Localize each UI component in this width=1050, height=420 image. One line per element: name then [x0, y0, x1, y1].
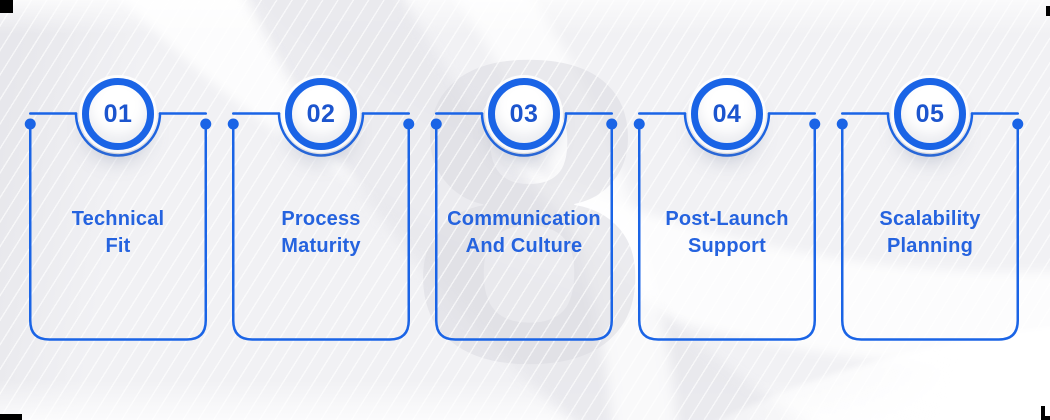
- badge-cradle-arc: [886, 112, 974, 157]
- corner-mark-bottom-left: [0, 414, 22, 420]
- card-outline: [232, 127, 410, 341]
- step-label-line: And Culture: [465, 235, 583, 257]
- corner-dot-left: [836, 118, 848, 130]
- card-frame: [633, 112, 821, 341]
- corner-dot-right: [606, 118, 618, 130]
- step-number: 04: [712, 99, 742, 128]
- step-label-line: Process: [281, 208, 361, 230]
- step-label: Post-Launch Support: [638, 206, 816, 260]
- badge-cradle-arc: [683, 112, 771, 157]
- step-card-3: 03 Communication And Culture: [430, 78, 618, 346]
- step-card-5: 05 Scalability Planning: [836, 78, 1024, 346]
- step-label-line: Communication: [447, 208, 601, 230]
- corner-dot-left: [430, 118, 442, 130]
- badge-cradle-arc: [480, 112, 568, 157]
- corner-dot-right: [200, 118, 212, 130]
- step-label: Scalability Planning: [841, 206, 1019, 260]
- step-number-badge: 02: [285, 78, 357, 150]
- corner-mark-top-right: [1046, 6, 1050, 16]
- corner-dot-left: [633, 118, 645, 130]
- step-card-4: 04 Post-Launch Support: [633, 78, 821, 346]
- step-number-badge: 05: [894, 78, 966, 150]
- card-outline: [435, 127, 613, 341]
- step-label: Technical Fit: [29, 206, 207, 260]
- corner-dot-left: [227, 118, 239, 130]
- step-label-line: Post-Launch: [665, 208, 789, 230]
- badge-cradle-arc: [74, 112, 162, 157]
- corner-mark-top-left: [0, 0, 13, 13]
- step-label-line: Support: [687, 235, 767, 257]
- step-label-line: Technical: [71, 208, 165, 230]
- step-label-line: Maturity: [281, 235, 361, 257]
- badge-cradle-arc: [277, 112, 365, 157]
- corner-dot-right: [1012, 118, 1024, 130]
- corner-mark-bottom-right: [1041, 406, 1050, 420]
- step-card-2: 02 Process Maturity: [227, 78, 415, 346]
- corner-dot-right: [809, 118, 821, 130]
- step-label: Process Maturity: [232, 206, 410, 260]
- step-label: Communication And Culture: [435, 206, 613, 260]
- corner-dot-right: [403, 118, 415, 130]
- step-label-line: Scalability: [879, 208, 981, 230]
- step-number-badge: 01: [82, 78, 154, 150]
- step-label-line: Fit: [105, 235, 131, 257]
- card-frame: [836, 112, 1024, 341]
- step-number-badge: 03: [488, 78, 560, 150]
- card-outline: [638, 127, 816, 341]
- step-number-badge: 04: [691, 78, 763, 150]
- step-number: 05: [915, 99, 945, 128]
- card-frame: [430, 112, 618, 341]
- step-card-1: 01 Technical Fit: [24, 78, 212, 346]
- corner-dot-left: [24, 118, 36, 130]
- card-frame: [227, 112, 415, 341]
- step-number: 02: [306, 99, 336, 128]
- card-outline: [841, 127, 1019, 341]
- card-frame: [24, 112, 212, 341]
- step-label-line: Planning: [886, 235, 974, 257]
- step-number: 03: [509, 99, 539, 128]
- card-outline: [29, 127, 207, 341]
- step-number: 01: [103, 99, 133, 128]
